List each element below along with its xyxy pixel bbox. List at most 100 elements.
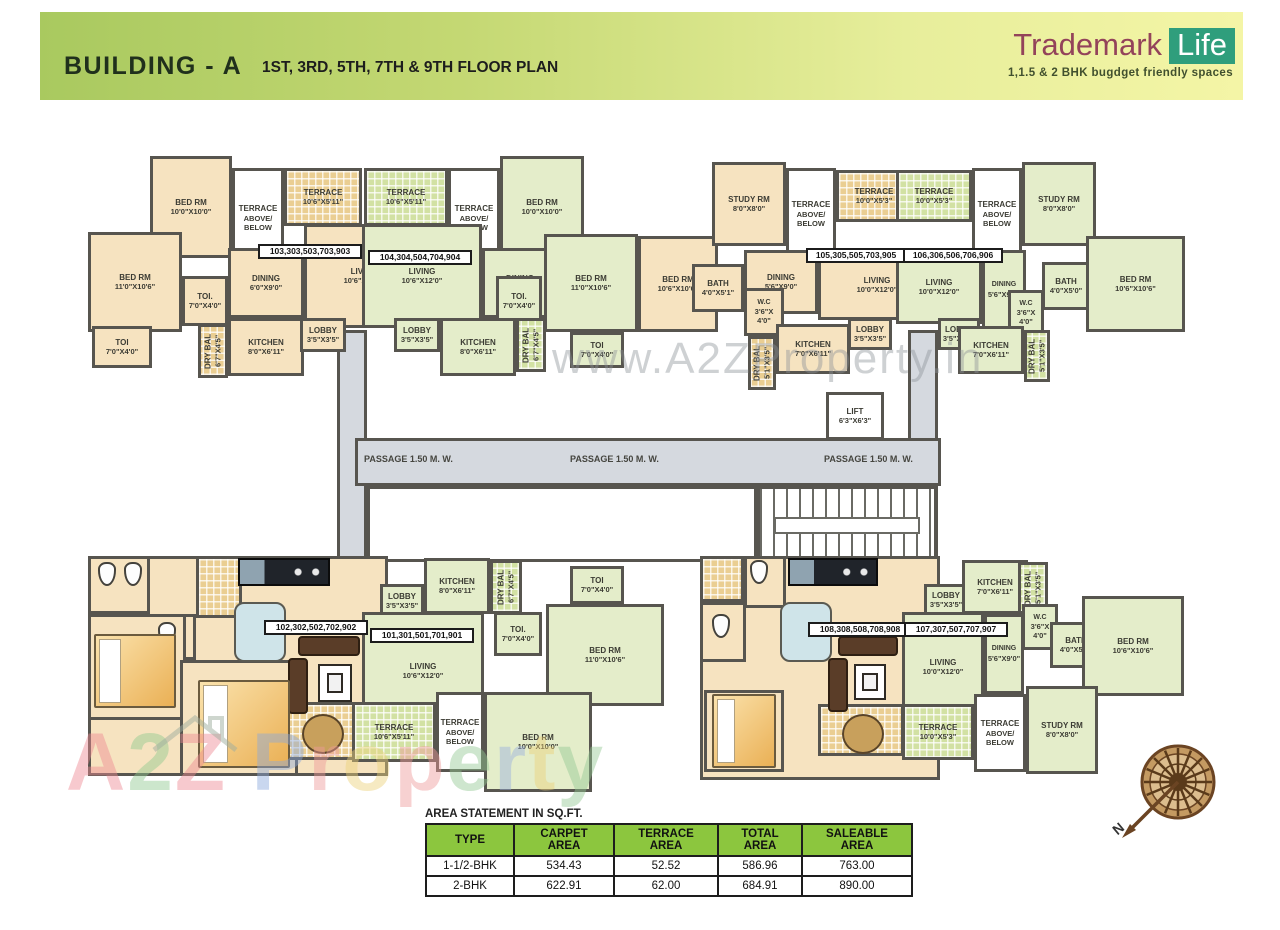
table-cell: 586.96 [717,855,803,877]
corridor-main [355,438,941,486]
table-round-icon [302,714,344,754]
floor-plan-subtitle: 1ST, 3RD, 5TH, 7TH & 9TH FLOOR PLAN [262,59,559,76]
stove-icon [238,558,330,586]
table-round-icon [842,714,884,754]
u103-toi-1: TOI.7'0"X4'0" [182,276,228,326]
unit-label-104: 104,304,504,704,904 [368,250,472,265]
sofa-icon [828,658,848,712]
sofa-icon [288,658,308,714]
area-table-header-cell: TERRACE AREA [613,823,719,857]
header-band: BUILDING - A 1ST, 3RD, 5TH, 7TH & 9TH FL… [40,12,1243,100]
wc-icon [98,562,116,586]
table-cell: 763.00 [801,855,913,877]
area-table-header-cell: SALEABLE AREA [801,823,913,857]
unit-label-106: 106,306,506,706,906 [903,248,1003,263]
area-table-header-cell: TYPE [425,823,515,857]
u102-utility [196,556,242,618]
table-cell: 1-1/2-BHK [425,855,515,877]
logo-accent: Life [1169,28,1235,64]
table-cell: 2-BHK [425,875,515,897]
wc-icon [750,560,768,584]
passage-label-center: PASSAGE 1.50 M. W. [570,454,659,464]
u101-toi-1: TOI.7'0"X4'0" [494,612,542,656]
u104-toi-1: TOI.7'0"X4'0" [496,276,542,326]
unit-label-103: 103,303,503,703,903 [258,244,362,259]
unit-label-107: 107,307,507,707,907 [904,622,1008,637]
open-area [367,486,757,562]
building-title: BUILDING - A [64,52,243,80]
table-cell: 622.91 [513,875,615,897]
table-cell: 52.52 [613,855,719,877]
tv-icon [854,664,886,700]
staircase [757,486,937,562]
bed-icon [94,634,176,708]
wc-icon [712,614,730,638]
area-table-header-cell: CARPET AREA [513,823,615,857]
wc-icon [124,562,142,586]
tv-icon [318,664,352,702]
sofa-icon [838,636,898,656]
table-cell: 684.91 [717,875,803,897]
stove-icon [788,558,878,586]
table-cell: 890.00 [801,875,913,897]
unit-label-101: 101,301,501,701,901 [370,628,474,643]
area-statement-title: AREA STATEMENT IN SQ.FT. [425,808,583,820]
passage-label-left: PASSAGE 1.50 M. W. [364,454,453,464]
area-table-header-cell: TOTAL AREA [717,823,803,857]
unit-label-102: 102,302,502,702,902 [264,620,368,635]
unit-label-105: 105,305,505,703,905 [806,248,906,263]
bed-icon [198,680,290,768]
passage-label-right: PASSAGE 1.50 M. W. [824,454,913,464]
unit-label-108: 108,308,508,708,908 [808,622,912,637]
logo-tagline: 1,1.5 & 2 BHK bugdget friendly spaces [1007,67,1233,79]
table-cell: 62.00 [613,875,719,897]
